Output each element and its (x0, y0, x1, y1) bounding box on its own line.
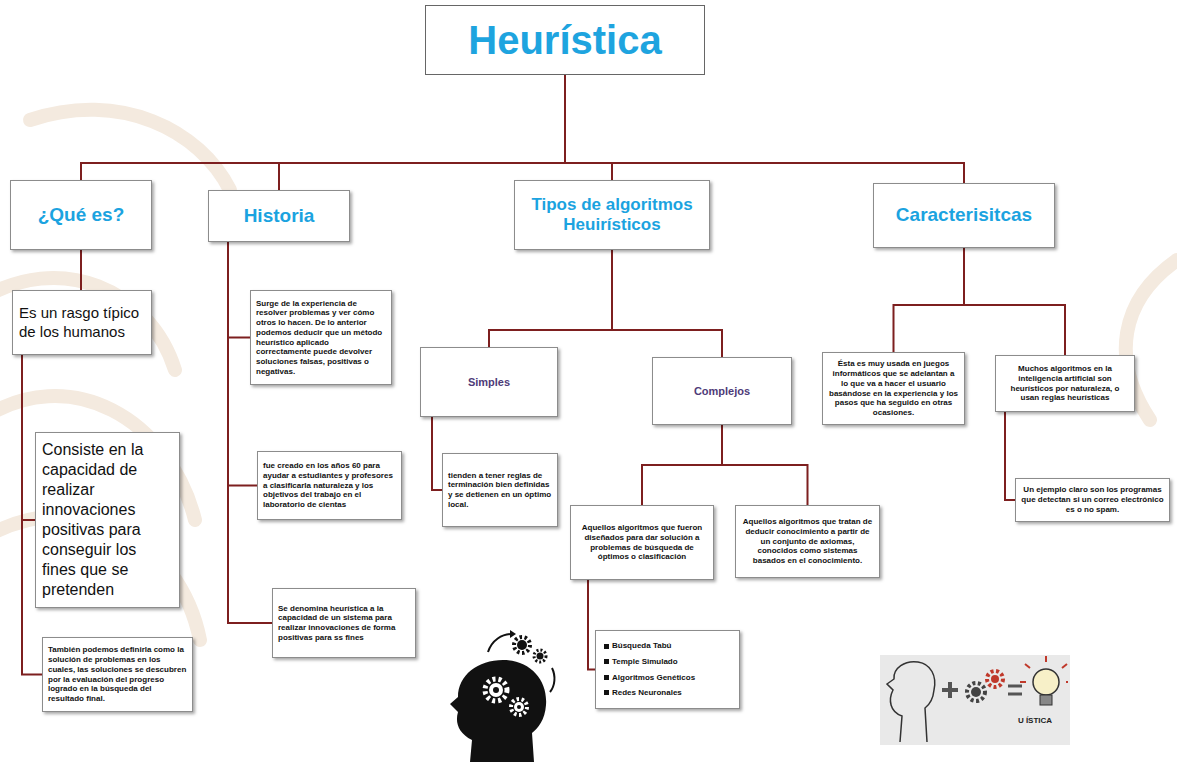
concept-box: Aquellos algoritmos que fueron diseñados… (570, 505, 714, 580)
concept-box: fue creado en los años 60 para ayudar a … (257, 451, 402, 520)
watermark-swirl (30, 110, 230, 190)
concept-box: tienden a tener reglas de terminación bi… (442, 453, 558, 527)
branch-heading: Historia (208, 190, 350, 242)
list-bullet (604, 675, 609, 680)
connector-line (894, 248, 965, 352)
gear (971, 687, 981, 697)
list-item: Redes Neuronales (604, 688, 731, 698)
connector-line (22, 355, 35, 520)
branch-heading: Tipos de algoritmos Heuirísticos (514, 180, 710, 250)
list-bullet (604, 659, 609, 664)
list-bullet (604, 690, 609, 695)
list-text: Búsqueda Tabú (612, 641, 671, 651)
gear (517, 640, 527, 650)
concept-box: Un ejemplo claro son los programas que d… (1015, 478, 1170, 522)
connector-line (81, 75, 565, 180)
light-bulb (1033, 669, 1059, 695)
connector-line (612, 250, 722, 357)
connector-line (588, 580, 595, 670)
box-text: Aquellos algoritmos que tratan de deduci… (741, 517, 874, 566)
box-text: Complejos (657, 385, 787, 397)
concept-box: Consiste en la capacidad de realizar inn… (35, 432, 180, 608)
watermark (0, 110, 1177, 640)
face-profile (887, 662, 935, 742)
connector-line (489, 250, 612, 347)
plus-sign (942, 682, 958, 698)
connector-line (228, 242, 250, 338)
idea-illustration (880, 655, 1070, 745)
gear-hole (493, 687, 499, 693)
head-gears-icon (450, 630, 554, 762)
type-box: Simples (420, 347, 558, 417)
list-text: Algoritmos Genéticos (612, 673, 695, 683)
curved-arrow (550, 668, 554, 692)
box-text: fue creado en los años 60 para ayudar a … (263, 461, 396, 510)
box-text: Muchos algoritmos en la inteligencia art… (1001, 364, 1129, 403)
gear (534, 650, 546, 662)
arrow-head (510, 630, 516, 638)
heading-text: ¿Qué es? (17, 204, 145, 227)
heading-text: Caracterisitcas (880, 204, 1048, 227)
concept-box: Es un rasgo típico de los humanos (12, 290, 152, 355)
list-box: Búsqueda TabúTemple SimuladoAlgoritmos G… (595, 630, 740, 709)
list-item: Algoritmos Genéticos (604, 673, 731, 683)
list-bullet (604, 644, 609, 649)
box-text: Ésta es muy usada en juegos informáticos… (828, 359, 959, 418)
box-text: Aquellos algoritmos que fueron diseñados… (576, 523, 708, 562)
type-box: Complejos (652, 357, 792, 425)
connector-line (565, 75, 964, 183)
box-text: También podemos definirla como la soluci… (48, 645, 187, 704)
connector-line (80, 250, 82, 290)
concept-box: Aquellos algoritmos que tratan de deduci… (735, 505, 880, 578)
gear (489, 683, 503, 697)
bulb-base (1040, 695, 1052, 705)
illustration-ground (880, 655, 1070, 745)
connector-line (565, 75, 612, 180)
head-silhouette (450, 660, 546, 762)
box-text: Es un rasgo típico de los humanos (19, 304, 145, 342)
gear (514, 702, 524, 712)
connector-line (964, 248, 1065, 355)
gear (514, 637, 530, 653)
gear (537, 653, 544, 660)
watermark-swirl (0, 278, 175, 370)
title-box: Heurística (425, 5, 705, 75)
gear (967, 683, 985, 701)
box-text: Consiste en la capacidad de realizar inn… (42, 440, 173, 600)
list-text: Redes Neuronales (612, 688, 682, 698)
heading-text: Tipos de algoritmos Heuirísticos (521, 195, 703, 236)
illustration-caption: U ÍSTICA (1004, 716, 1066, 725)
box-text: Un ejemplo claro son los programas que d… (1021, 485, 1164, 514)
branch-heading: Caracterisitcas (873, 183, 1055, 248)
box-text: Surge de la experiencia de resolver prob… (256, 299, 386, 377)
curved-arrow (488, 634, 512, 652)
list-item: Búsqueda Tabú (604, 641, 731, 651)
concept-box: Ésta es muy usada en juegos informáticos… (822, 352, 965, 425)
branch-heading: ¿Qué es? (10, 180, 152, 250)
concept-box: Muchos algoritmos en la inteligencia art… (995, 355, 1135, 412)
connector-line (279, 75, 565, 190)
connector-line (722, 425, 808, 505)
gear (511, 699, 527, 715)
connector-line (1005, 412, 1015, 500)
gear (987, 671, 1003, 687)
concept-box: Se denomina heurística a la capacidad de… (272, 588, 416, 658)
list-item: Temple Simulado (604, 657, 731, 667)
concept-box: También podemos definirla como la soluci… (42, 637, 193, 712)
bulb-rays (1020, 656, 1068, 682)
heading-text: Historia (215, 205, 343, 228)
connector-line (432, 417, 442, 490)
title-text: Heurística (434, 18, 696, 63)
gear (991, 675, 999, 683)
equals-sign (1008, 686, 1022, 694)
box-text: Se denomina heurística a la capacidad de… (278, 604, 410, 643)
gear (485, 679, 507, 701)
connector-line (642, 425, 722, 505)
box-text: Simples (425, 376, 553, 388)
concept-box: Surge de la experiencia de resolver prob… (250, 290, 392, 385)
list-text: Temple Simulado (612, 657, 678, 667)
box-text: tienden a tener reglas de terminación bi… (448, 471, 552, 510)
gear-hole (517, 705, 521, 709)
